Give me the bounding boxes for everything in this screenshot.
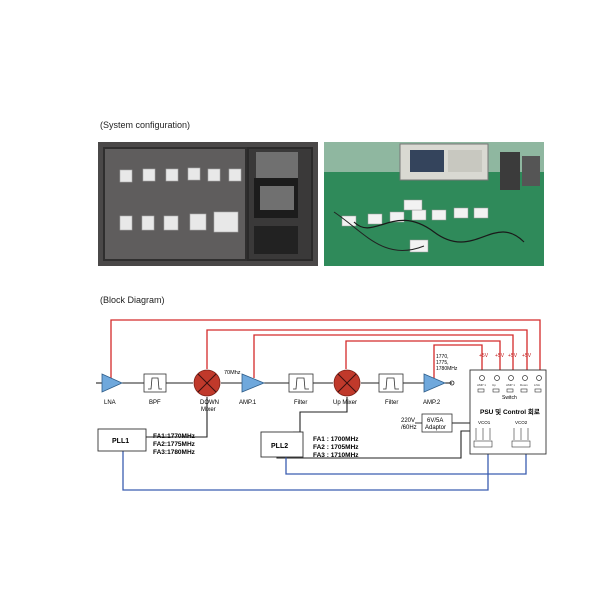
vco-switches <box>473 428 531 448</box>
svg-text:AMP 1: AMP 1 <box>506 383 515 387</box>
bpf-block <box>143 373 167 393</box>
down-mixer-label-line2: Mixer <box>201 407 216 413</box>
pll2-label: PLL2 <box>271 443 288 450</box>
pll1-label: PLL1 <box>112 438 129 445</box>
adaptor-label-line1: 6V/5A <box>427 418 443 424</box>
pll2-freq: FA1 : 1700MHz <box>313 436 359 443</box>
svg-text:Up: Up <box>492 383 496 387</box>
amp1-amplifier <box>241 373 266 393</box>
pll1-freq: FA3:1780MHz <box>153 449 196 456</box>
pll2-block <box>260 431 304 458</box>
svg-text:Down: Down <box>520 383 528 387</box>
vco1-label: VCO1 <box>478 420 491 425</box>
test-bench-photo <box>324 142 544 266</box>
if-frequency-label: 70Mhz <box>224 370 241 376</box>
lna-amplifier <box>101 373 123 393</box>
amp1-label: AMP.1 <box>239 400 257 406</box>
case-photo <box>98 142 318 266</box>
pll2-freq: FA3 : 1710MHz <box>313 452 359 459</box>
svg-text:AMP 1: AMP 1 <box>477 383 486 387</box>
vco2-label: VCO2 <box>515 420 528 425</box>
supply-tag: +5V <box>522 353 532 359</box>
filter2-label: Filter <box>385 400 398 406</box>
amp2-label: AMP.2 <box>423 400 441 406</box>
down-mixer-label-line1: DOWN <box>200 400 219 406</box>
psu-control-label: PSU 및 Control 회로 <box>480 407 540 416</box>
psu-control-board: AMP 1 Up AMP 1 Down LNA <box>469 369 547 455</box>
output-freq-2: 1775, <box>436 360 449 366</box>
down-mixer <box>193 369 221 397</box>
supply-tag: +5V <box>495 353 505 359</box>
bpf-label: BPF <box>149 400 161 406</box>
filter2-block <box>378 373 404 393</box>
amp2-amplifier <box>423 373 447 393</box>
adaptor-label-line2: Adaptor <box>425 425 446 431</box>
supply-tags: +5V +5V +5V +5V <box>479 353 532 359</box>
switch-label: Switch <box>502 395 517 401</box>
svg-text:LNA: LNA <box>534 383 540 387</box>
pll2-freq: FA2 : 1705MHz <box>313 444 359 451</box>
power-lines <box>110 319 541 378</box>
block-diagram-caption: (Block Diagram) <box>100 295 165 305</box>
up-mixer-label: Up Mixer <box>333 400 357 406</box>
mains-label-line2: /60Hz <box>401 425 417 431</box>
filter1-label: Filter <box>294 400 307 406</box>
pll1-block <box>97 428 147 452</box>
filter1-block <box>288 373 314 393</box>
output-freq-1: 1770, <box>436 354 449 360</box>
pll1-freq: FA2:1775MHz <box>153 441 196 448</box>
supply-tag: +5V <box>479 353 489 359</box>
system-configuration-caption: (System configuration) <box>100 120 191 130</box>
up-mixer <box>333 369 361 397</box>
output-freq-3: 1780MHz <box>436 366 458 372</box>
lna-label: LNA <box>104 400 116 406</box>
mains-label-line1: 220V <box>401 418 415 424</box>
supply-tag: +5V <box>508 353 518 359</box>
control-lines <box>122 451 527 491</box>
output-port-icon <box>449 380 455 386</box>
